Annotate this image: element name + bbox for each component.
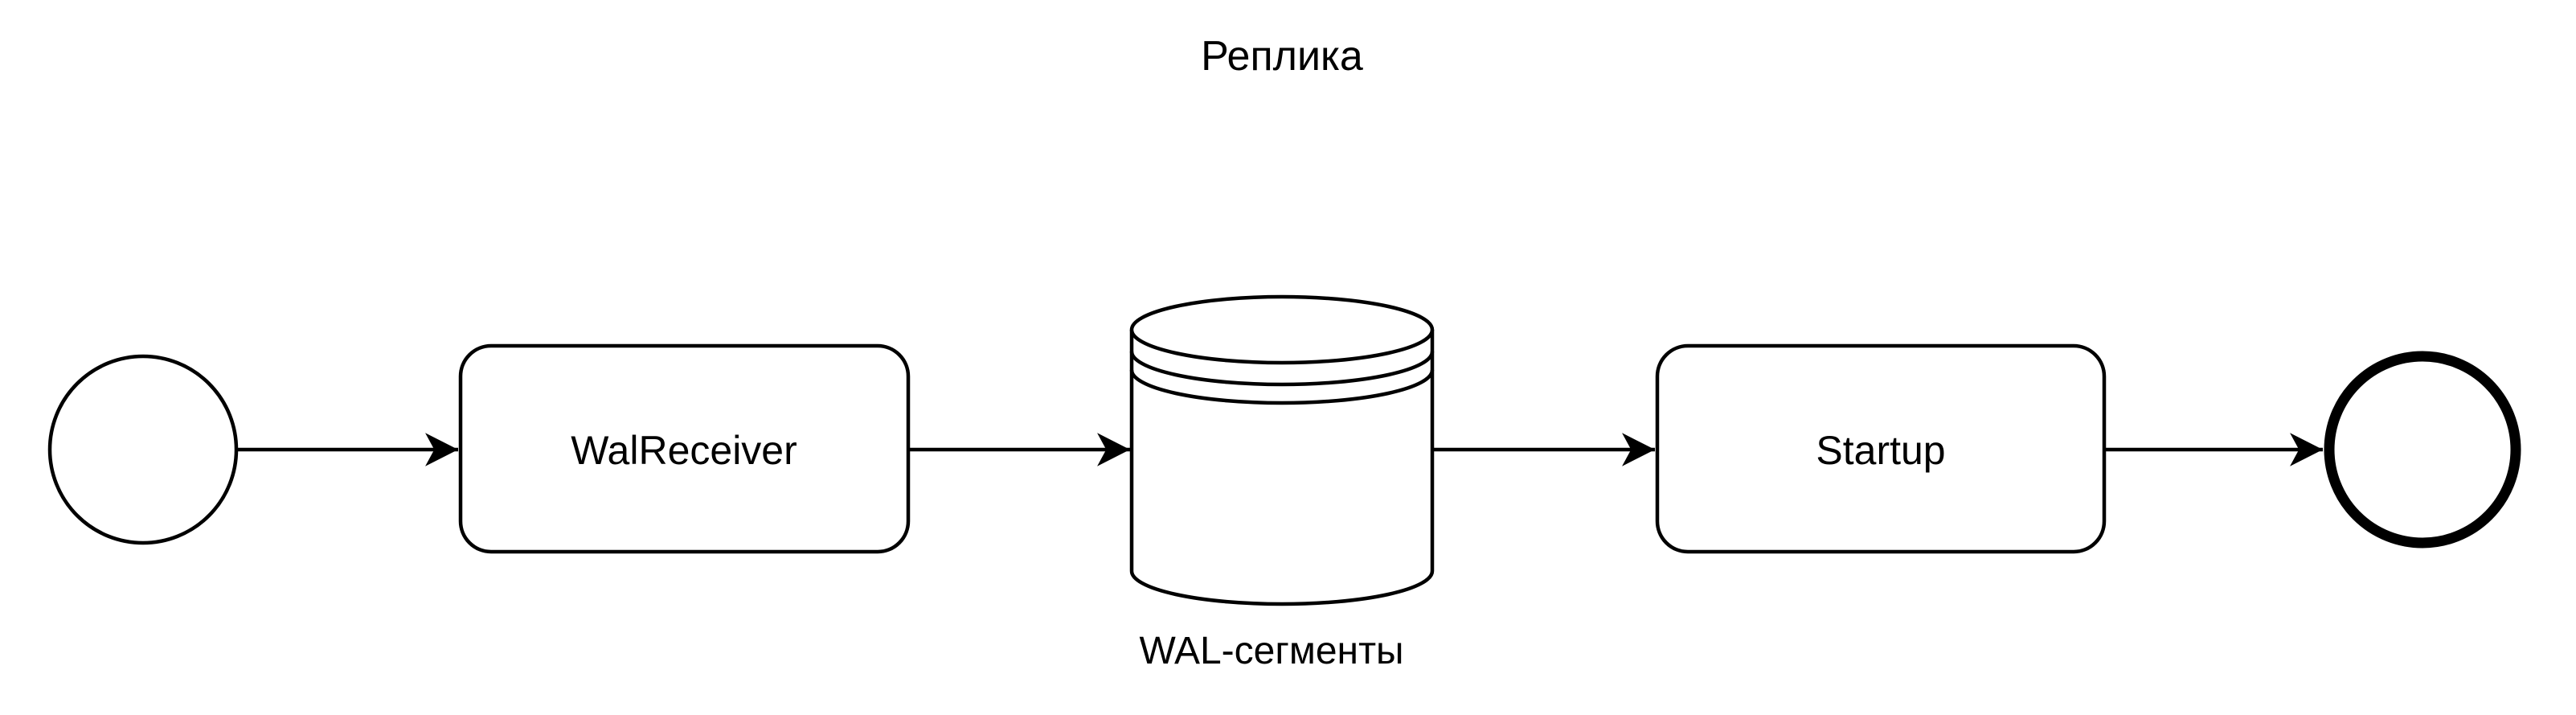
datastore-ring-3 (1129, 369, 1435, 405)
datastore-top-ellipse (1129, 294, 1435, 365)
start-event-circle (47, 354, 239, 545)
diagram-title: Реплика (1201, 33, 1363, 80)
datastore-ring-2 (1129, 351, 1435, 387)
wal-segments-datastore-cylinder (1129, 294, 1435, 606)
end-event-circle (2324, 351, 2521, 549)
wal-segments-datastore-label: WAL-сегменты (1139, 630, 1403, 672)
startup-task-label: Startup (1816, 428, 1945, 473)
datastore-body (1129, 330, 1435, 606)
walreceiver-task-label: WalReceiver (571, 428, 797, 473)
